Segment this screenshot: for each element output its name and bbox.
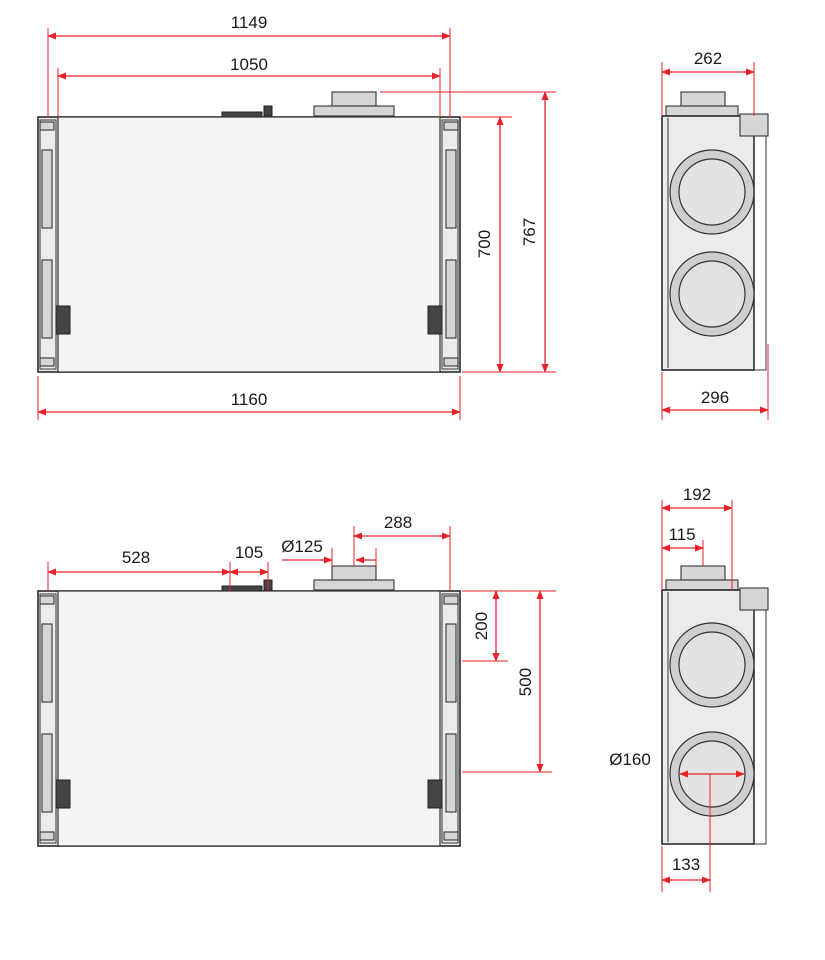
dim-label-262: 262 <box>694 49 722 68</box>
side-duct-flange-top <box>665 105 739 117</box>
dim-label-200: 200 <box>472 612 491 640</box>
side-view-top <box>661 91 769 371</box>
right-slot-upper <box>445 149 457 229</box>
dim-label-133: 133 <box>672 855 700 874</box>
dim-label-1160: 1160 <box>231 390 268 409</box>
front-view-top-dimensions: 1149 1050 1160 700 767 <box>37 13 556 420</box>
left-latch-bottom <box>55 779 71 809</box>
duct-collar-bottom <box>331 565 377 581</box>
right-corner-bottom <box>443 357 459 367</box>
dim-label-1149: 1149 <box>231 13 268 32</box>
dim-label-115: 115 <box>668 525 695 544</box>
side-duct-collar-top <box>680 91 726 107</box>
dim-label-288: 288 <box>384 513 412 532</box>
right-rail <box>441 119 459 370</box>
front-view-bottom <box>37 565 461 847</box>
front-view-top <box>37 91 461 373</box>
dim-label-d160: Ø160 <box>609 750 651 769</box>
dim-label-d125: Ø125 <box>281 537 323 556</box>
duct-collar-top <box>331 91 377 107</box>
front-panel-bottom <box>57 590 441 847</box>
dim-label-1050: 1050 <box>230 55 268 74</box>
dim-label-500: 500 <box>516 668 535 696</box>
side-panel-edge-top <box>753 135 767 371</box>
side-box-top <box>739 113 769 137</box>
duct-flange-top <box>313 105 395 117</box>
connector-knob <box>263 105 273 117</box>
left-corner-bottom <box>39 357 55 367</box>
right-slot-lower <box>445 259 457 339</box>
dim-label-296: 296 <box>701 388 729 407</box>
left-slot-upper <box>41 149 53 229</box>
duct-flange-bottom <box>313 579 395 591</box>
side-view-bottom <box>661 565 769 845</box>
right-latch <box>427 305 443 335</box>
side-view-bottom-dimensions: 192 115 Ø160 133 <box>609 485 745 892</box>
left-slot-lower <box>41 259 53 339</box>
dim-label-700: 700 <box>475 230 494 258</box>
front-panel <box>57 116 441 373</box>
left-latch <box>55 305 71 335</box>
right-latch-bottom <box>427 779 443 809</box>
left-rail <box>39 119 57 370</box>
dim-label-767: 767 <box>520 218 539 246</box>
right-corner-top <box>443 121 459 131</box>
dim-label-528: 528 <box>122 548 150 567</box>
dim-label-105: 105 <box>235 543 263 562</box>
left-corner-top <box>39 121 55 131</box>
side-view-top-dimensions: 262 296 <box>661 49 769 420</box>
front-view-bottom-dimensions: 528 105 Ø125 288 200 500 <box>47 513 556 773</box>
dim-label-192: 192 <box>683 485 711 504</box>
